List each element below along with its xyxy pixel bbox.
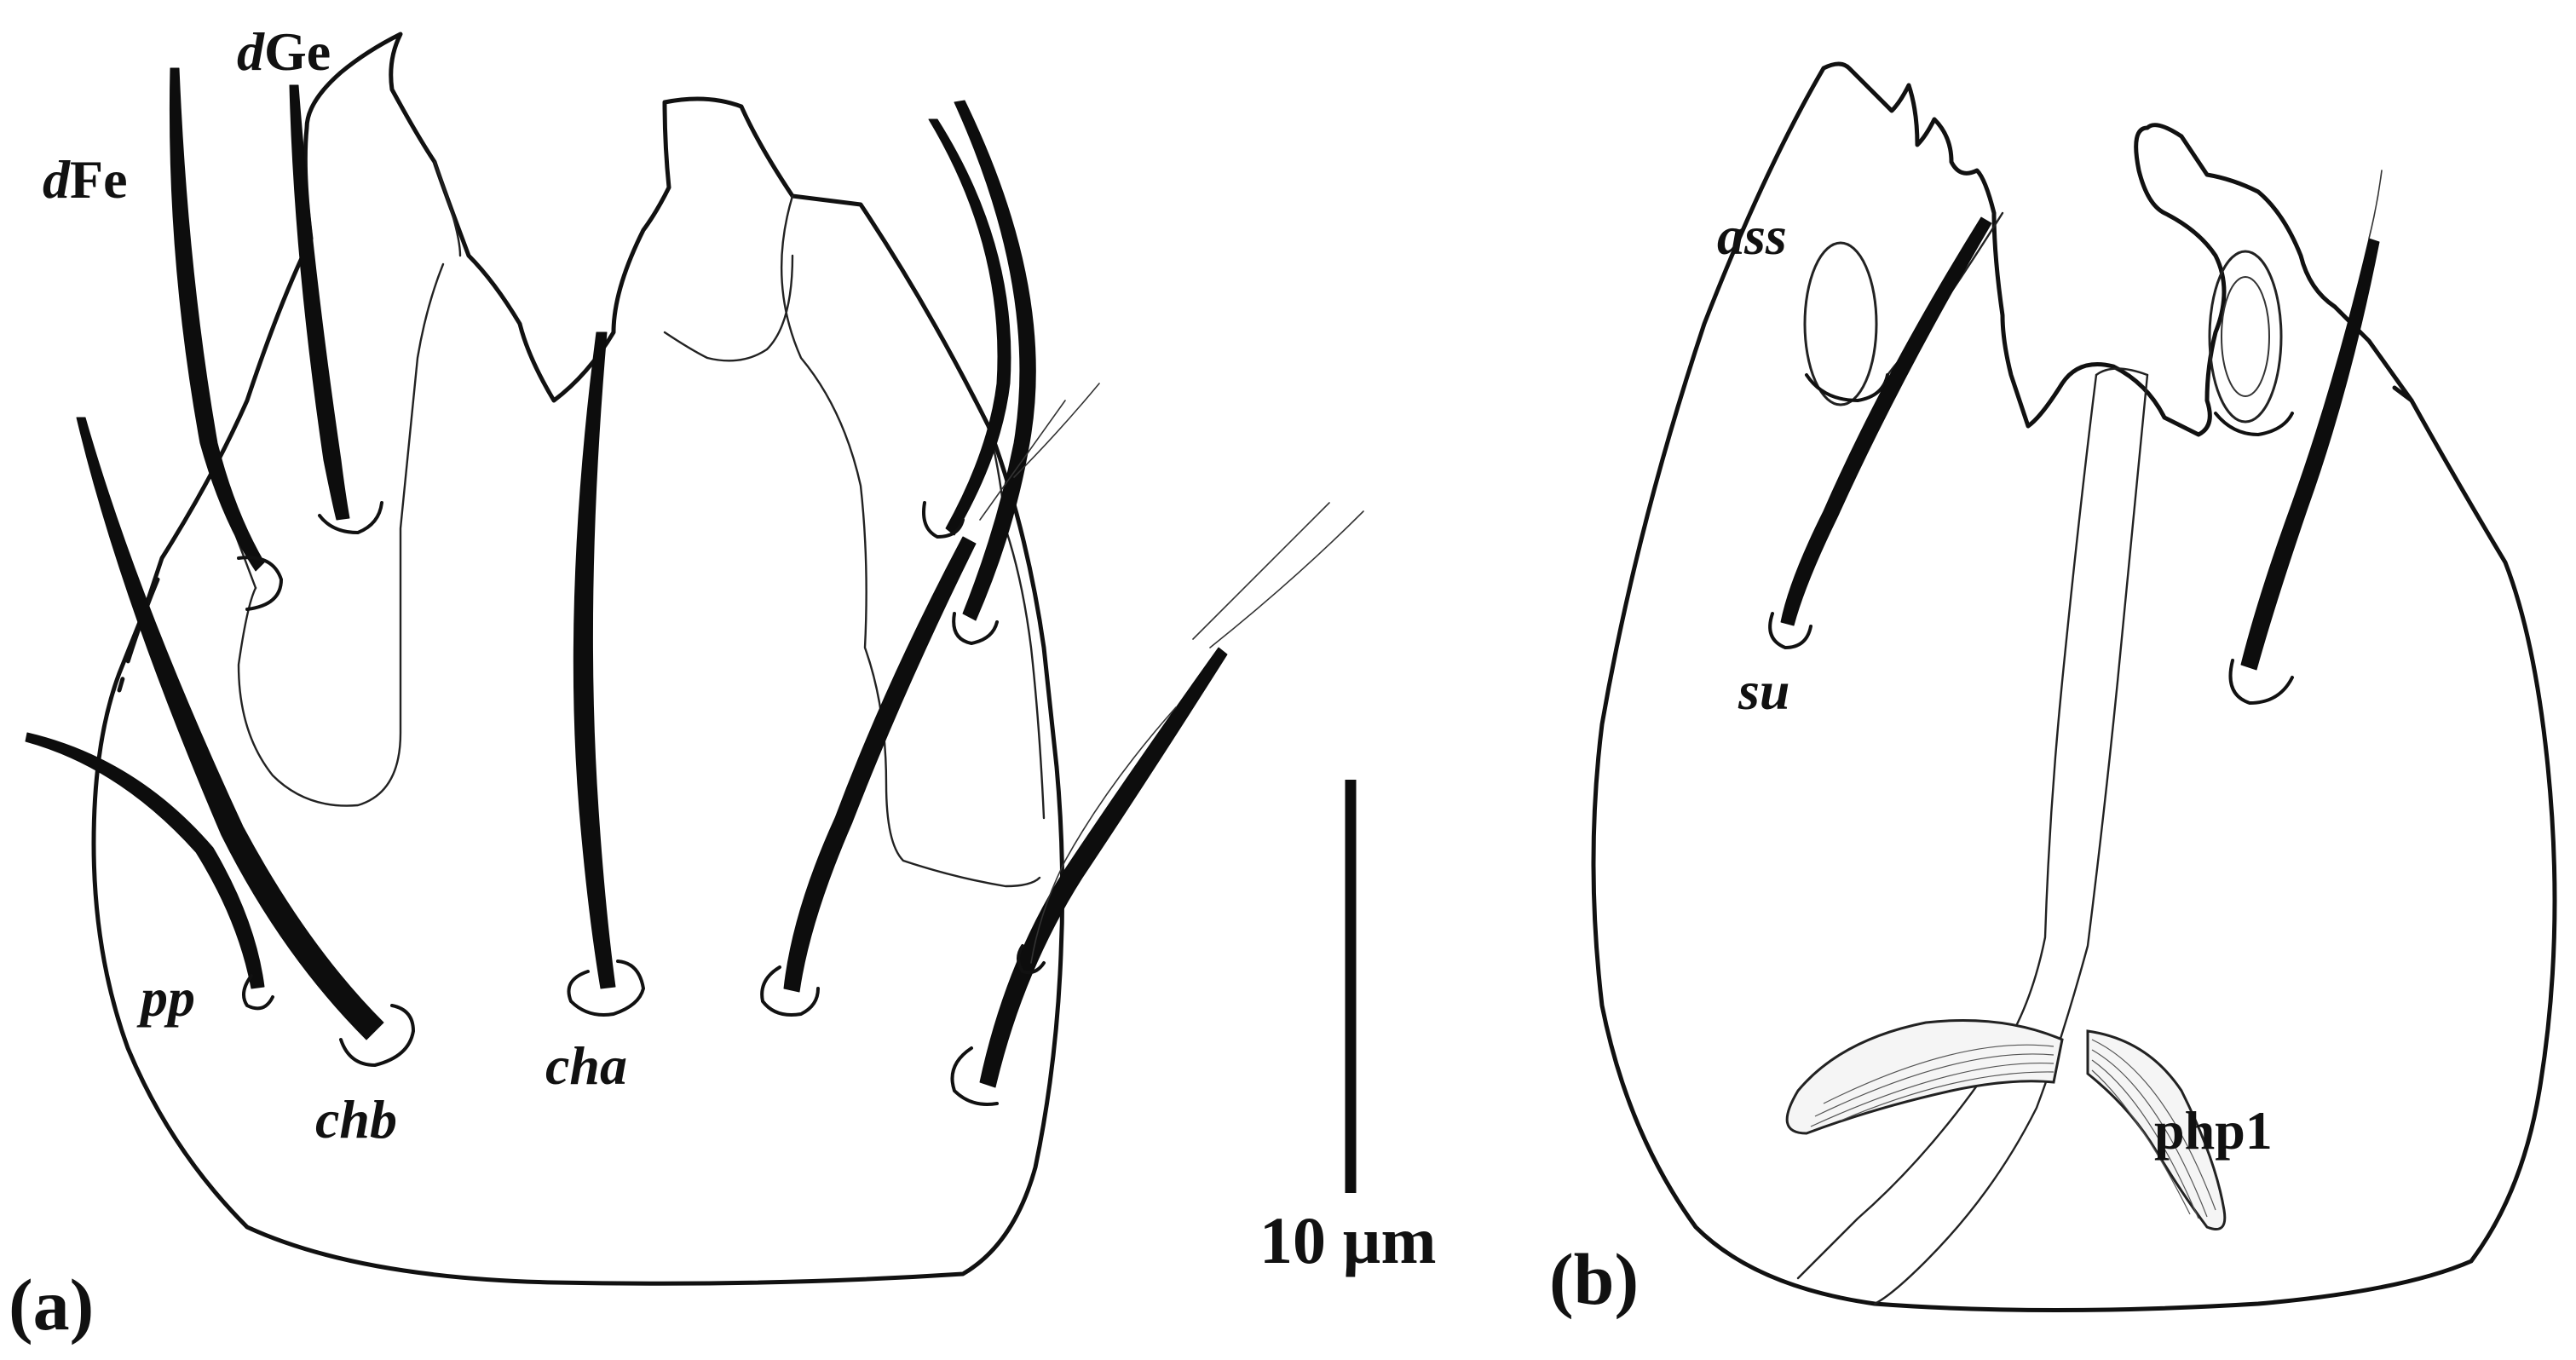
- panel-a-inner-line-3: [781, 194, 1041, 888]
- panel-a-label: (a): [9, 1264, 94, 1346]
- panel-a-inner-line-6: [433, 160, 462, 257]
- seta-right-upper-1: [928, 118, 1011, 536]
- socket-dGe: [318, 501, 383, 535]
- ass-left-socket: [1805, 373, 1889, 403]
- panel-a-inner-line-4: [663, 254, 794, 362]
- socket-dFe: [237, 556, 284, 611]
- label-cha: cha: [545, 1035, 627, 1096]
- panel-b-stalk-left: [1796, 373, 2098, 1280]
- socket-right-upper-1: [922, 501, 965, 539]
- panel-a: dFe dGe pp chb cha (a): [9, 21, 1364, 1346]
- seta-cha: [573, 331, 616, 989]
- seta-right-upper-2: [954, 100, 1036, 621]
- socket-su-left: [1768, 612, 1812, 650]
- panel-a-dashed-edge: [117, 577, 160, 693]
- socket-right-lower: [950, 1046, 999, 1106]
- label-su: su: [1738, 660, 1790, 721]
- php1-striations: [1810, 1039, 2216, 1219]
- hair-seta-4: [1192, 502, 1330, 640]
- socket-pp: [242, 974, 274, 1011]
- ass-right-outer: [2208, 250, 2283, 424]
- seta-dFe: [169, 67, 265, 572]
- seta-pp: [25, 732, 265, 989]
- socket-right-middle: [760, 965, 820, 1017]
- label-ass: ass: [1717, 205, 1787, 266]
- seta-right-middle: [783, 536, 977, 993]
- seta-right-lower: [979, 647, 1228, 1088]
- panel-b-body-outline: [1591, 61, 2557, 1312]
- ass-right-inner: [2221, 276, 2270, 397]
- hair-seta-2: [1209, 510, 1364, 648]
- panel-b-stalk-right: [1873, 373, 2149, 1305]
- panel-a-inner-line-1: [237, 262, 445, 807]
- seta-su-right: [2240, 238, 2380, 671]
- scale-bar: 10 µm: [1259, 780, 1436, 1277]
- hair-seta-5: [979, 400, 1066, 521]
- socket-su-right: [2228, 659, 2294, 706]
- label-php1: php1: [2154, 1100, 2273, 1161]
- panel-b-stalk-top: [2095, 367, 2149, 377]
- scale-bar-label: 10 µm: [1259, 1203, 1436, 1277]
- socket-cha: [567, 959, 646, 1017]
- hair-seta-3: [1013, 383, 1100, 478]
- ass-right-socket: [2214, 412, 2294, 437]
- seta-chb: [76, 417, 384, 1040]
- panel-a-body-outline: [91, 32, 1065, 1286]
- php1-left-branch: [1785, 1019, 2064, 1135]
- panel-b-label: (b): [1549, 1238, 1639, 1320]
- hair-seta-1: [1030, 706, 1177, 964]
- panel-b-right-edge-break: [2392, 385, 2414, 403]
- ass-left-outer: [1803, 241, 1878, 406]
- panel-b: ass su php1 (b): [1549, 61, 2557, 1320]
- panel-a-inner-line-5: [987, 424, 1046, 820]
- label-dGe: dGe: [237, 21, 331, 82]
- label-dFe: dFe: [43, 149, 128, 210]
- socket-right-upper-2: [952, 612, 999, 646]
- label-pp: pp: [136, 967, 195, 1028]
- seta-dGe: [289, 84, 350, 521]
- socket-chb: [339, 1004, 416, 1068]
- hair-su-right: [2368, 170, 2383, 239]
- socket-right-small: [1017, 944, 1046, 975]
- seta-su-left: [1780, 216, 1992, 626]
- label-chb: chb: [315, 1089, 397, 1150]
